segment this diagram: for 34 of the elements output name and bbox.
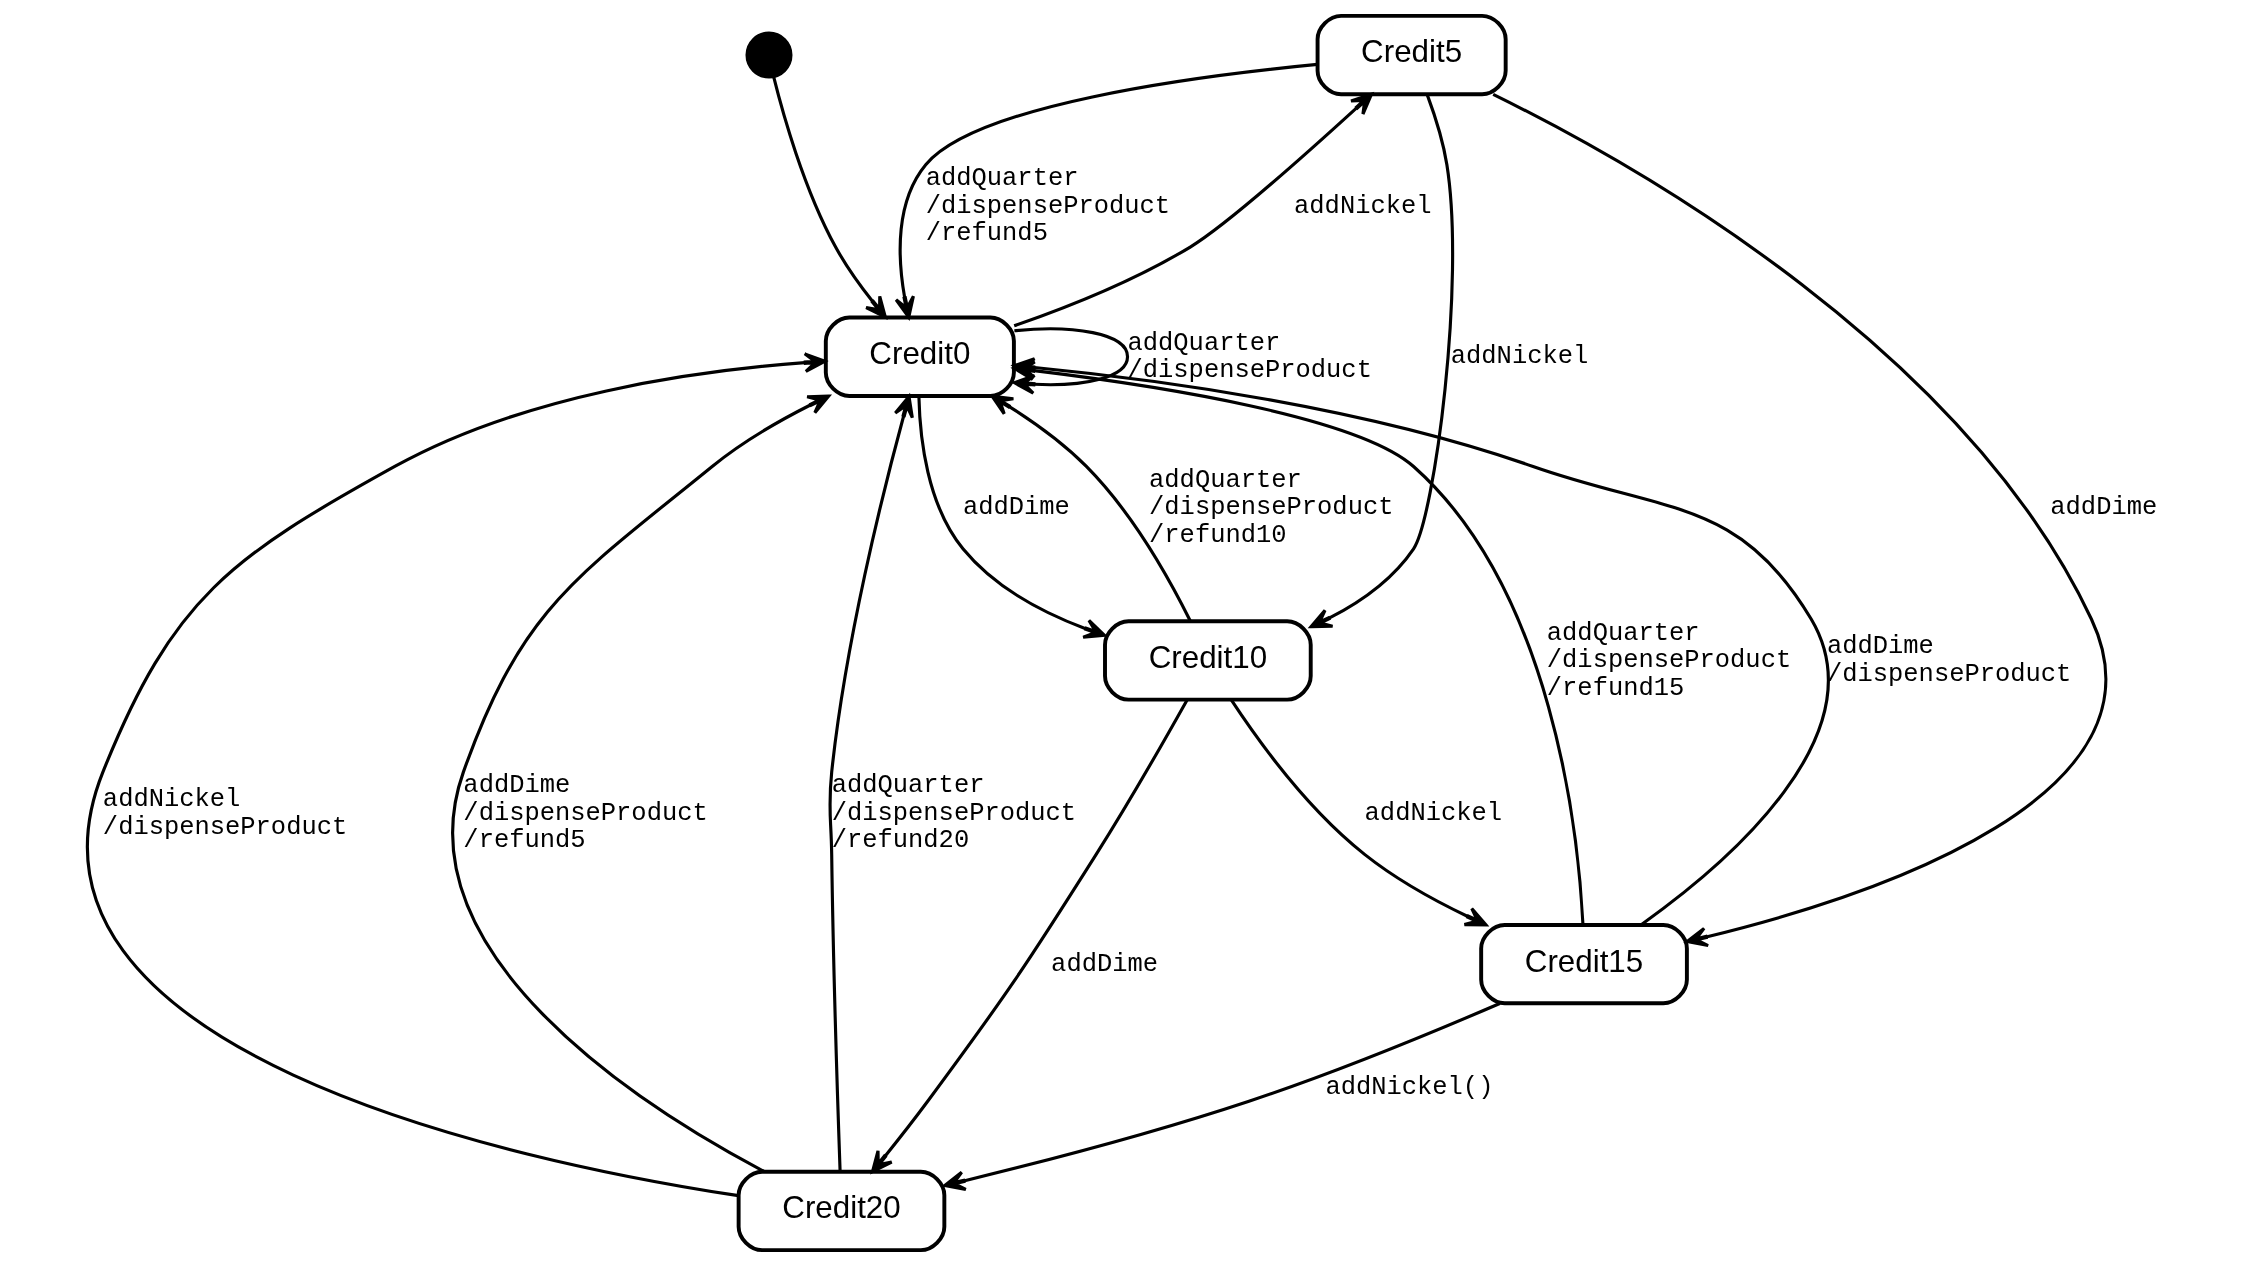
node-box: Credit20 — [736, 1169, 947, 1253]
edge-label: addDime — [2050, 493, 2158, 523]
arrow — [1229, 698, 1488, 927]
node-circle — [745, 31, 793, 79]
edge-label: addNickel — [1364, 798, 1503, 828]
edge-label: addDime /dispenseProduct — [1826, 632, 2072, 689]
edge-label: addQuarter /dispenseProduct /refund5 — [925, 164, 1171, 248]
arrow — [943, 1002, 1501, 1192]
arrow — [452, 394, 831, 1173]
edge-label: addDime — [962, 493, 1070, 523]
edge-label: addNickel() — [1325, 1073, 1494, 1103]
node-box: Credit15 — [1479, 922, 1689, 1006]
edge-label: addQuarter /dispenseProduct /refund15 — [1546, 618, 1792, 703]
edge-label: addQuarter /dispenseProduct — [1127, 328, 1372, 386]
arrow — [1309, 94, 1455, 629]
edge-label: addDime /dispenseProduct /refund5 — [463, 771, 708, 856]
arrow — [990, 394, 1192, 622]
node-box: Credit0 — [823, 315, 1016, 398]
arrow — [1013, 92, 1373, 328]
edge-label: addDime — [1051, 949, 1159, 979]
arrow — [917, 396, 1107, 639]
node-box: Credit10 — [1103, 619, 1313, 702]
edge-label: addNickel — [1450, 342, 1589, 372]
edge-label: addQuarter /dispenseProduct /refund10 — [1149, 465, 1394, 550]
arrow — [828, 394, 914, 1172]
edge-label: addQuarter /dispenseProduct /refund20 — [831, 771, 1077, 856]
arrow — [772, 75, 887, 319]
edge-label: addNickel — [1294, 191, 1432, 221]
arrow — [870, 698, 1189, 1174]
arrow — [894, 62, 1318, 319]
edge-label: addNickel /dispenseProduct — [102, 785, 348, 842]
arrow — [1492, 92, 2107, 948]
node-box: Credit5 — [1315, 13, 1508, 97]
arrow — [86, 352, 827, 1198]
